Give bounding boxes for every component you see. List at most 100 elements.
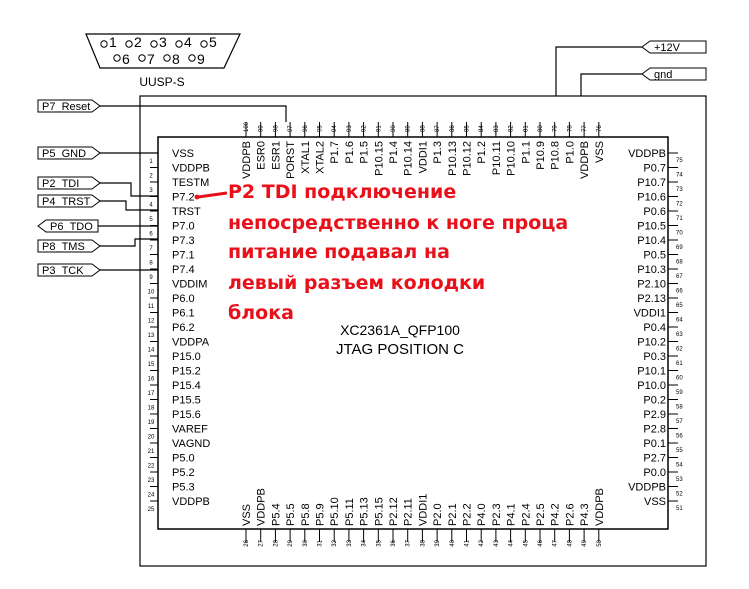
pin-number: 41 <box>465 539 471 546</box>
pin-name: P7.2 <box>172 192 195 204</box>
pin-name: VAGND <box>172 438 210 450</box>
pin-number: 28 <box>273 539 279 546</box>
pin-name: VDDI1 <box>417 141 429 173</box>
pin-name: P1.4 <box>388 141 400 164</box>
gnd-wire <box>580 73 642 96</box>
pin-name: P0.7 <box>643 163 666 175</box>
signal-p7-reset-tag <box>37 99 101 113</box>
pin-name: P2.8 <box>643 424 666 436</box>
pin-number: 52 <box>676 492 683 498</box>
pin-name: P0.0 <box>643 467 666 479</box>
pin-number: 89 <box>406 125 412 132</box>
pin-name: P1.6 <box>344 141 356 164</box>
pin-name: P5.8 <box>300 503 312 526</box>
pin-name: P2.1 <box>447 503 459 526</box>
pin-number: 91 <box>376 125 382 132</box>
connector-pin-number: 9 <box>197 51 205 67</box>
pin-name: P4.1 <box>506 503 518 526</box>
pin-name: P10.10 <box>506 141 518 176</box>
pin-number: 44 <box>509 539 515 546</box>
net-tags: +12VgndP7_ResetP5_GNDP2_TDIP4_TRSTP6_TDO… <box>37 40 707 277</box>
annotation-line-1: P2 TDI подключение <box>228 181 457 203</box>
pin-name: P2.3 <box>491 503 503 526</box>
pin-number: 40 <box>450 539 456 546</box>
pin-number: 32 <box>332 539 338 546</box>
signal-p7-reset-label: P7_Reset <box>42 101 90 113</box>
pin-number: 72 <box>676 202 683 208</box>
pin-name: P6.0 <box>172 293 195 305</box>
pin-name: P10.1 <box>637 366 666 378</box>
annotation-line-5: блока <box>228 302 294 324</box>
pin-name: P0.5 <box>643 250 666 262</box>
chip-body <box>157 136 669 530</box>
pin-name: P10.15 <box>373 141 385 176</box>
connector-pin-number: 7 <box>147 51 155 67</box>
pin-number: 62 <box>676 347 683 353</box>
pin-number: 43 <box>494 539 500 546</box>
pin-name: P5.9 <box>315 503 327 526</box>
pin-name: P4.2 <box>550 503 562 526</box>
pin-name: P5.0 <box>172 453 195 465</box>
pin-number: 45 <box>523 539 529 546</box>
p2-tdi-wire <box>95 182 158 197</box>
pin-name: XTAL2 <box>315 141 327 174</box>
pin-number: 61 <box>676 361 683 367</box>
pin-name: P2.10 <box>637 279 666 291</box>
pin-number: 49 <box>582 539 588 546</box>
bottom-pin-row: 26VSS27VDDPB28P5.429P5.530P5.831P5.932P5… <box>241 488 606 547</box>
pin-number: 73 <box>676 187 683 193</box>
pin-number: 13 <box>148 333 155 339</box>
pin-number: 8 <box>149 261 153 267</box>
pin-name: VSS <box>644 496 666 508</box>
pin-number: 48 <box>567 539 573 546</box>
pin-number: 58 <box>676 405 683 411</box>
pin-number: 37 <box>406 539 412 546</box>
connector-pin-hole <box>188 54 196 62</box>
annotation-line-4: левый разъем колодки <box>228 272 486 294</box>
connector-pin-number: 1 <box>109 34 117 50</box>
pin-number: 26 <box>244 539 250 546</box>
pin-name: P15.0 <box>172 351 201 363</box>
pin-number: 38 <box>420 539 426 546</box>
pin-name: ESR0 <box>256 141 268 170</box>
pin-number: 53 <box>676 477 683 483</box>
pin-name: P7.1 <box>172 250 195 262</box>
connector-pin-hole <box>200 40 208 48</box>
signal-p2-tdi-tag <box>37 176 101 190</box>
pin-name: P5.11 <box>344 498 356 526</box>
pin-name: PORST <box>285 141 297 179</box>
pin-number: 88 <box>420 125 426 132</box>
pin-number: 24 <box>148 493 155 499</box>
pin-number: 59 <box>676 390 683 396</box>
pin-name: P5.3 <box>172 482 195 494</box>
signal-p4-trst-label: P4_TRST <box>42 196 91 208</box>
pin-number: 68 <box>676 260 683 266</box>
pin-name: P2.5 <box>535 503 547 526</box>
pin-name: P15.4 <box>172 380 201 392</box>
pin-name: P10.14 <box>403 141 415 176</box>
pin-name: VSS <box>594 141 606 163</box>
gnd-tag <box>641 67 707 81</box>
pin-number: 6 <box>149 232 153 238</box>
annotation-line-2: непосредственно к ноге проца <box>228 212 569 234</box>
pin-name: P15.5 <box>172 395 201 407</box>
board-frame <box>139 95 707 567</box>
pin-number: 55 <box>676 448 683 454</box>
pin-number: 100 <box>244 121 250 132</box>
pin-number: 1 <box>149 159 153 165</box>
pin-name: P2.0 <box>432 503 444 526</box>
pin-name: P10.7 <box>637 177 666 189</box>
pin-number: 94 <box>332 125 338 132</box>
pin-name: P10.8 <box>550 141 562 170</box>
pin-number: 71 <box>676 216 683 222</box>
pin-number: 80 <box>538 125 544 132</box>
pin-name: P2.6 <box>564 503 576 526</box>
pin-name: VDDPA <box>172 337 210 349</box>
pin-name: P15.6 <box>172 409 201 421</box>
gnd-label: gnd <box>654 69 672 81</box>
pin-number: 9 <box>149 275 153 281</box>
pin-name: P0.2 <box>643 395 666 407</box>
pin-name: P2.9 <box>643 409 666 421</box>
pin-number: 70 <box>676 231 683 237</box>
